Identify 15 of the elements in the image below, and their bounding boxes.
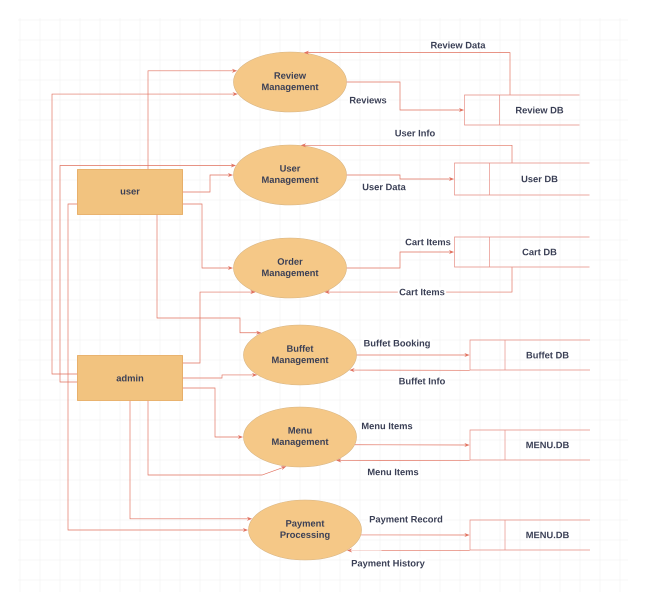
entity-box: user [77,169,183,215]
data-store: Review DB [464,94,580,126]
data-store: MENU.DB [470,520,590,550]
entity-box: admin [77,355,183,401]
edge-label: Buffet Info [397,376,447,386]
edge-label: Reviews [348,95,388,105]
edge-label: Payment History [350,558,426,570]
data-store: Buffet DB [470,340,590,370]
edge-label: User Info [393,128,437,138]
data-store: MENU.DB [470,430,590,460]
edge-label: Review Data [429,40,487,50]
edge-label: Buffet Booking [362,338,432,350]
data-store: Cart DB [454,236,590,268]
data-store: User DB [454,162,590,196]
edge-label: Payment Record [368,514,444,526]
